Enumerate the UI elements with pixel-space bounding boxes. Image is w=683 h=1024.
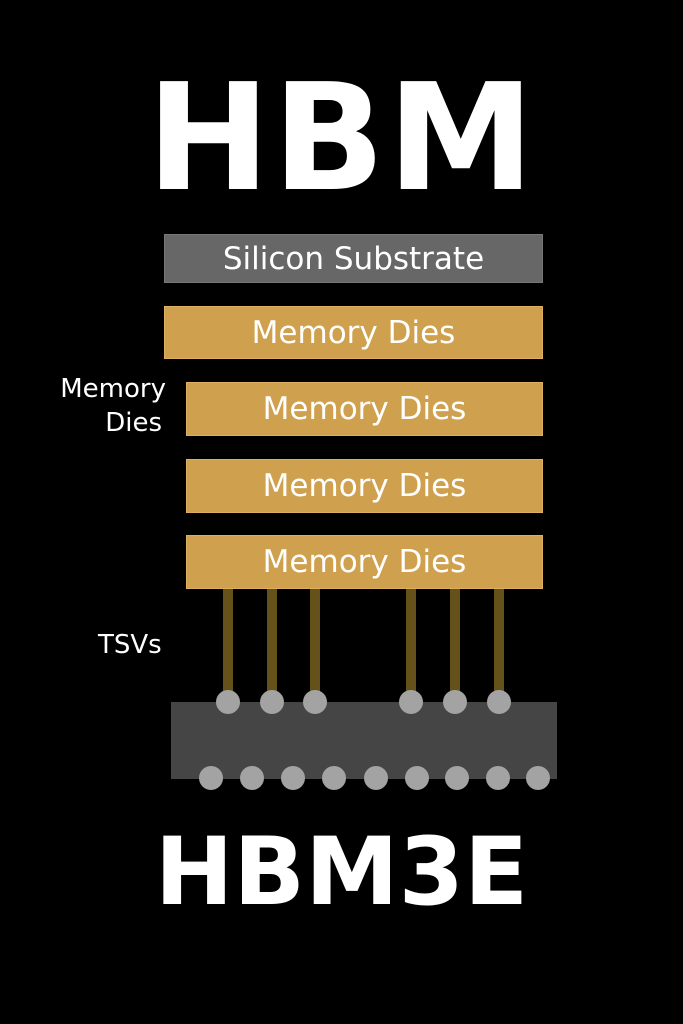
tsv [223, 589, 233, 699]
package-substrate [171, 702, 557, 779]
memory-die: Memory Dies [186, 459, 543, 513]
tsv [494, 589, 504, 699]
microbump [260, 690, 284, 714]
solder-ball [281, 766, 305, 790]
solder-ball [445, 766, 469, 790]
microbump [399, 690, 423, 714]
title: HBM [146, 52, 537, 224]
memory-dies-label: Memory Dies [30, 372, 166, 440]
solder-ball [405, 766, 429, 790]
solder-ball [322, 766, 346, 790]
tsv [267, 589, 277, 699]
tsv [450, 589, 460, 699]
solder-ball [199, 766, 223, 790]
label-line: Memory [60, 374, 166, 404]
memory-die: Memory Dies [186, 382, 543, 436]
solder-ball [364, 766, 388, 790]
tsv [406, 589, 416, 699]
microbump [487, 690, 511, 714]
solder-ball [526, 766, 550, 790]
microbump [216, 690, 240, 714]
tsvs-label: TSVs [98, 630, 162, 660]
microbump [443, 690, 467, 714]
solder-ball [240, 766, 264, 790]
memory-die: Memory Dies [164, 306, 543, 359]
memory-die: Memory Dies [186, 535, 543, 589]
solder-ball [486, 766, 510, 790]
label-line: Dies [105, 408, 162, 438]
silicon-substrate: Silicon Substrate [164, 234, 543, 283]
subtitle: HBM3E [154, 818, 529, 927]
tsv [310, 589, 320, 699]
microbump [303, 690, 327, 714]
